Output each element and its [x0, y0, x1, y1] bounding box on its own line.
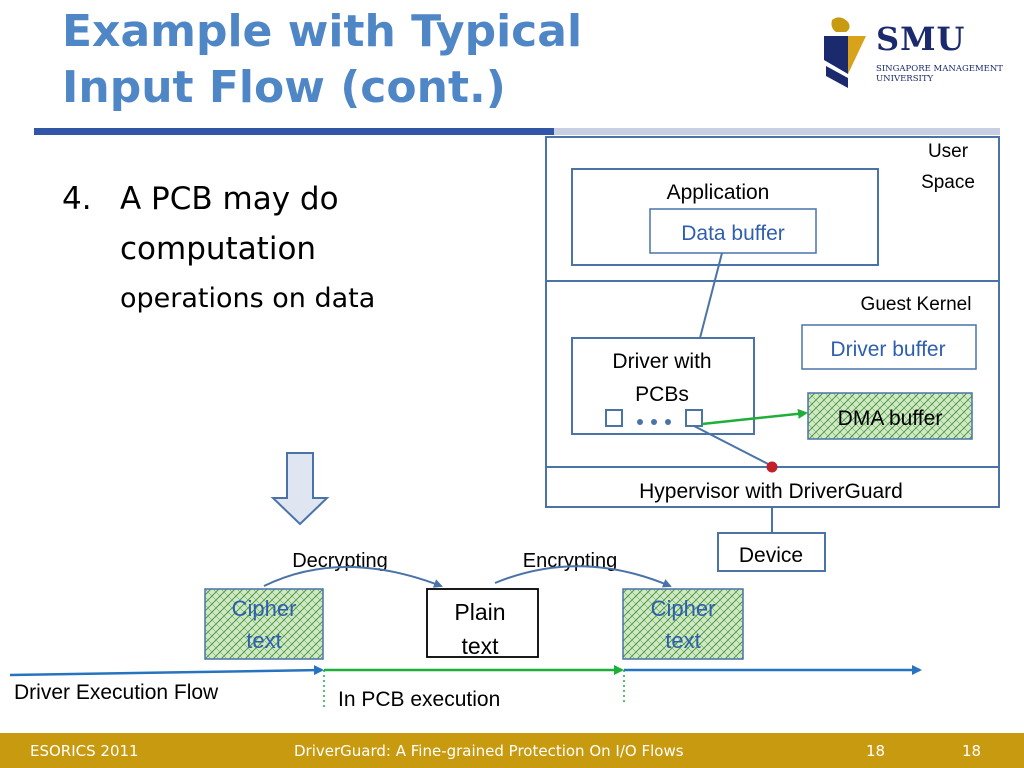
- driver-label-2: PCBs: [635, 383, 689, 406]
- driver-flow-arrow-1: [9, 665, 324, 677]
- decrypt-arc-arrow: [263, 566, 443, 588]
- plain-line-1: Plain: [454, 599, 505, 625]
- cipher-2-line-1: Cipher: [651, 596, 716, 621]
- bullet-line-2: computation: [120, 231, 317, 267]
- driver-label-1: Driver with: [612, 350, 711, 373]
- logo-sub-line-2: UNIVERSITY: [876, 74, 934, 84]
- dma-buffer-box: [807, 392, 973, 440]
- lion-crest-icon: [824, 17, 866, 88]
- slide-title: Example with Typical Input Flow (cont.): [62, 4, 782, 116]
- footer-paper-title: DriverGuard: A Fine-grained Protection O…: [294, 742, 684, 760]
- encrypt-arc-arrow: [494, 565, 672, 588]
- footer-conference: ESORICS 2011: [30, 742, 139, 760]
- plain-text-box: [426, 588, 539, 658]
- bullet-line-3: operations on data: [120, 283, 376, 314]
- pcb-execution-label: In PCB execution: [338, 688, 500, 711]
- user-space-label-2: Space: [921, 172, 975, 193]
- plain-line-2: text: [461, 633, 499, 659]
- application-label: Application: [667, 181, 770, 204]
- cipher-1-line-1: Cipher: [232, 596, 297, 621]
- logo-subtitle: SINGAPORE MANAGEMENT UNIVERSITY: [876, 64, 1003, 84]
- down-arrow-icon: [270, 452, 330, 526]
- logo-name: SMU: [876, 20, 966, 58]
- cipher-text-box-2: [622, 588, 744, 660]
- data-buffer-link: [699, 252, 723, 339]
- pcb-dot-1: [637, 419, 643, 425]
- driver-with-pcbs-box: [571, 337, 755, 435]
- slide-footer: ESORICS 2011 DriverGuard: A Fine-grained…: [0, 733, 1024, 768]
- bullet-text: A PCB may do computation operations on d…: [120, 174, 490, 324]
- device-box: [717, 532, 826, 572]
- data-buffer-label: Data buffer: [681, 222, 785, 245]
- decrypting-label: Decrypting: [292, 550, 388, 572]
- pcb-to-hypervisor-link: [693, 425, 773, 467]
- data-buffer-box: [649, 208, 817, 254]
- bullet-line-1: A PCB may do: [120, 181, 339, 217]
- driver-flow-label: Driver Execution Flow: [14, 681, 219, 704]
- footer-page-number-a: 18: [866, 742, 886, 760]
- logo-sub-line-1: SINGAPORE MANAGEMENT: [876, 64, 1003, 74]
- pcb-square-right: [685, 409, 703, 427]
- hypervisor-label: Hypervisor with DriverGuard: [639, 480, 903, 503]
- pcb-to-dma-arrow: [701, 408, 808, 426]
- driver-buffer-box: [801, 324, 977, 370]
- bullet-number: 4.: [62, 181, 92, 217]
- driver-buffer-label: Driver buffer: [830, 338, 945, 361]
- footer-page-number-b: 18: [962, 742, 982, 760]
- title-line-2: Input Flow (cont.): [62, 62, 506, 113]
- cipher-2-line-2: text: [665, 628, 700, 653]
- dma-buffer-label: DMA buffer: [838, 407, 943, 430]
- hypervisor-layer: [545, 466, 1000, 508]
- user-space-label-1: User: [928, 141, 969, 162]
- pcb-dot-3: [665, 419, 671, 425]
- pcb-dot-2: [651, 419, 657, 425]
- cipher-text-box-1: [204, 588, 324, 660]
- device-label: Device: [739, 544, 803, 567]
- pcb-square-left: [605, 409, 623, 427]
- title-underline-accent: [34, 128, 554, 135]
- guest-kernel-label: Guest Kernel: [861, 294, 972, 315]
- title-line-1: Example with Typical: [62, 6, 583, 57]
- cipher-1-line-2: text: [246, 628, 281, 653]
- hypervisor-hook-dot: [766, 461, 778, 473]
- smu-logo: SMU SINGAPORE MANAGEMENT UNIVERSITY: [818, 14, 1006, 94]
